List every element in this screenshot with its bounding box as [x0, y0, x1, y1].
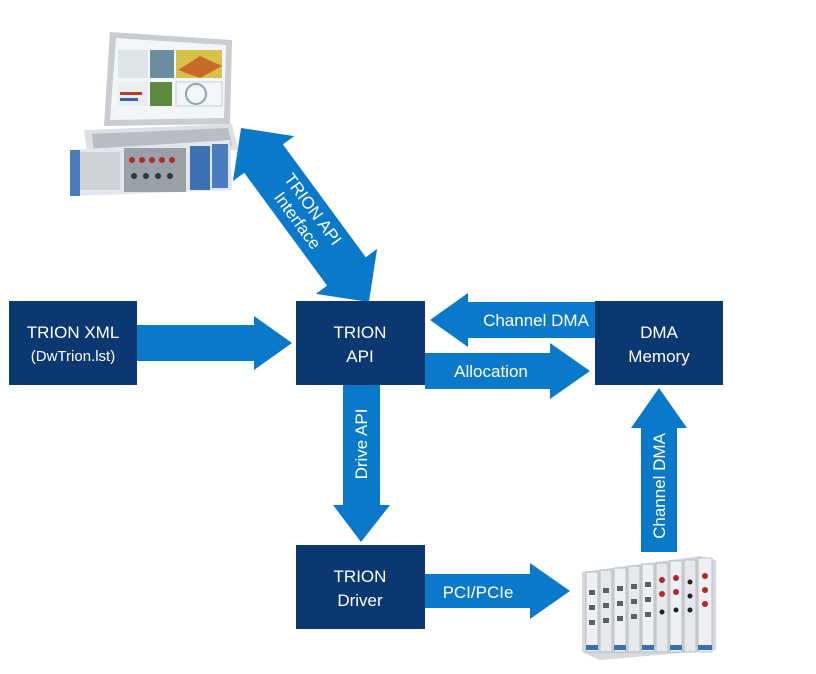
drive-api-arrow: Drive API: [333, 385, 390, 542]
allocation-arrow: Allocation: [425, 343, 590, 399]
allocation-label: Allocation: [454, 362, 528, 381]
xml-to-api-arrow: [137, 316, 292, 370]
channel-dma-left-arrow: Channel DMA: [430, 293, 595, 347]
trion-api-line1: TRION: [334, 323, 387, 342]
dma-memory-box: DMA Memory: [595, 301, 723, 385]
trion-xml-title: TRION XML: [27, 323, 120, 342]
trion-xml-box: TRION XML (DwTrion.lst): [9, 301, 137, 385]
channel-dma-left-label: Channel DMA: [483, 311, 589, 330]
pci-pcie-arrow: PCI/PCIe: [425, 563, 570, 619]
trion-xml-subtitle: (DwTrion.lst): [31, 348, 115, 365]
trion-api-box: TRION API: [296, 301, 425, 385]
trion-driver-line2: Driver: [337, 591, 383, 610]
channel-dma-up-arrow: Channel DMA: [631, 388, 687, 552]
trion-driver-box: TRION Driver: [296, 545, 425, 629]
channel-dma-up-label: Channel DMA: [650, 432, 669, 538]
trion-modules-image: [582, 556, 716, 660]
pci-pcie-label: PCI/PCIe: [443, 583, 514, 602]
dma-memory-line1: DMA: [640, 323, 678, 342]
laptop-daq-image: [70, 32, 238, 196]
trion-driver-line1: TRION: [334, 567, 387, 586]
dma-memory-line2: Memory: [628, 347, 690, 366]
api-interface-arrow: [232, 127, 378, 303]
drive-api-label: Drive API: [352, 409, 371, 480]
trion-api-line2: API: [346, 347, 373, 366]
